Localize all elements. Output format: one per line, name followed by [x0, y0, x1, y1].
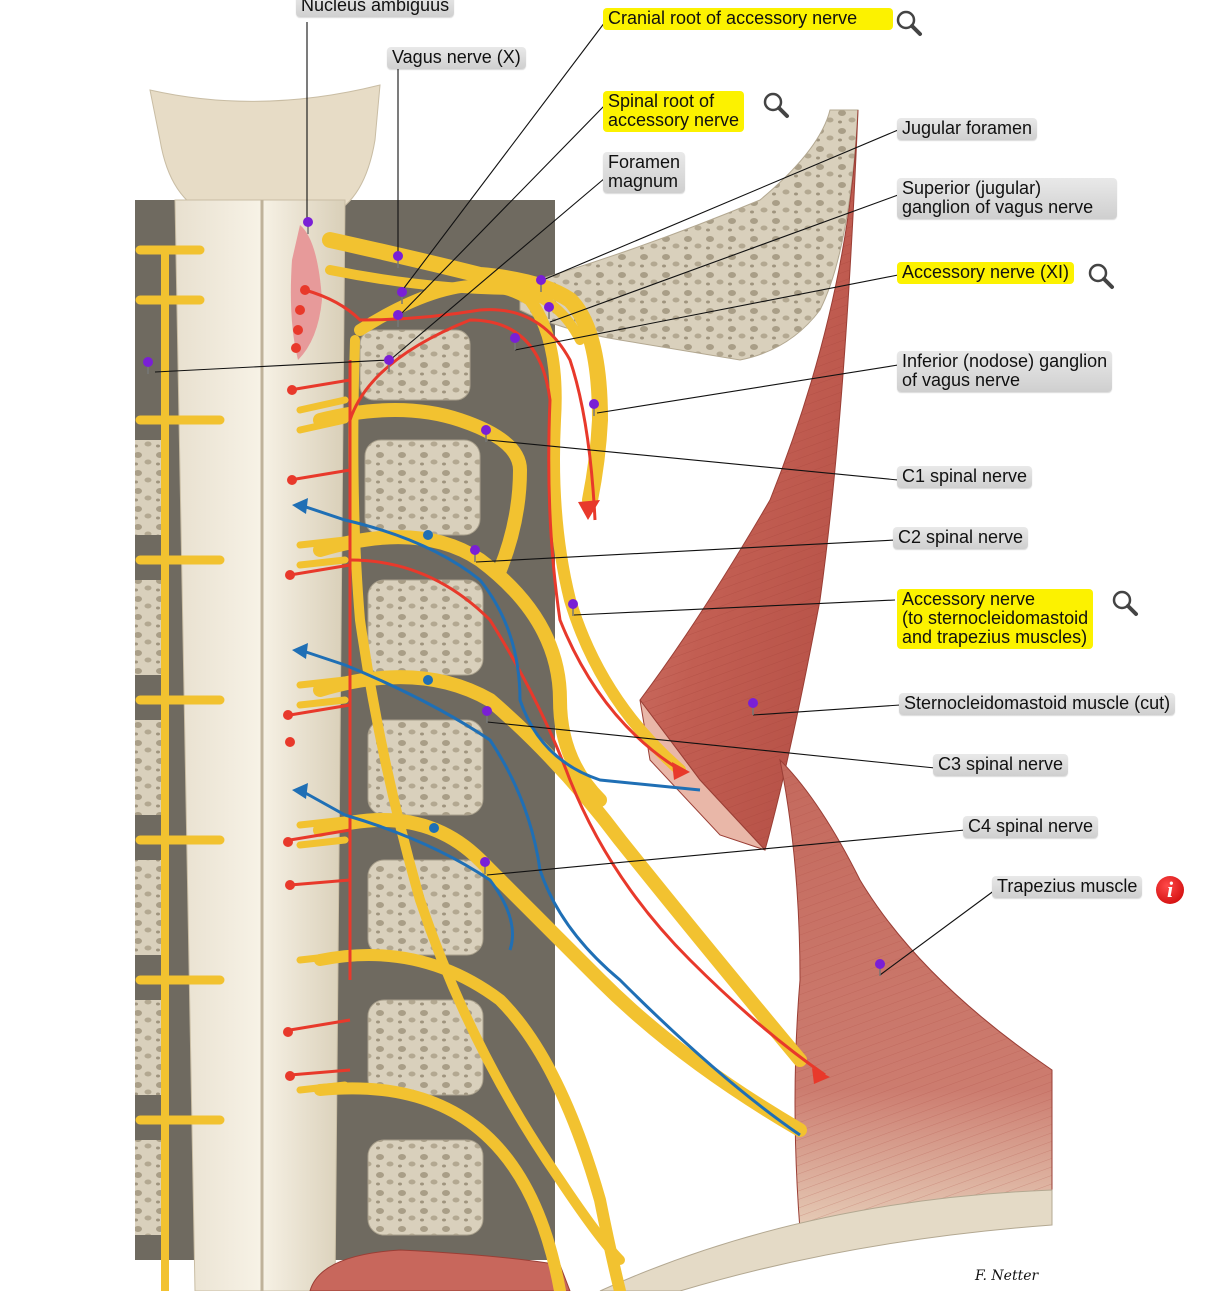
info-icon[interactable]: i: [1156, 876, 1184, 904]
spinal-cord: [174, 199, 346, 1291]
motor-neuron-dots: [283, 285, 310, 1081]
label-foramen-magnum[interactable]: Foramen magnum: [603, 152, 686, 193]
pin: [393, 251, 403, 268]
label-text: Nucleus ambiguus: [301, 0, 450, 15]
magnifier-icon[interactable]: [1087, 262, 1115, 290]
occipital-temporal-bone: [519, 109, 859, 361]
label-inferior-ganglion-vagus[interactable]: Inferior (nodose) ganglion of vagus nerv…: [897, 351, 1113, 392]
magnifier-icon[interactable]: [1111, 589, 1139, 617]
pin: [397, 287, 407, 304]
label-text-line2: (to sternocleidomastoid: [902, 608, 1089, 628]
pin: [470, 545, 480, 562]
sensory-ganglion-dots: [423, 530, 439, 833]
label-text-line1: Accessory nerve: [902, 589, 1036, 609]
info-icon-glyph: i: [1166, 877, 1174, 902]
label-text: Trapezius muscle: [997, 876, 1138, 896]
pin: [875, 959, 885, 976]
label-superior-ganglion-vagus[interactable]: Superior (jugular) ganglion of vagus ner…: [897, 178, 1117, 219]
pin: [510, 333, 520, 350]
pin: [536, 275, 546, 292]
pin: [544, 302, 554, 319]
label-vagus-nerve[interactable]: Vagus nerve (X): [387, 47, 526, 69]
label-accessory-nerve-to-muscles[interactable]: Accessory nerve (to sternocleidomastoid …: [897, 589, 1094, 649]
pin: [748, 698, 758, 715]
label-text: C2 spinal nerve: [898, 527, 1024, 547]
pin: [568, 599, 578, 616]
label-trapezius-muscle[interactable]: Trapezius muscle: [992, 876, 1143, 898]
medulla-oblongata: [149, 84, 381, 216]
label-text: Accessory nerve (XI): [902, 262, 1070, 282]
label-text: Cranial root of accessory nerve: [608, 8, 858, 28]
pathway-arrows: [292, 498, 830, 1084]
artist-signature: F. Netter: [975, 1268, 1039, 1284]
leader-lines: [154, 21, 996, 976]
label-c1-spinal-nerve[interactable]: C1 spinal nerve: [897, 466, 1033, 488]
label-text-line1: Superior (jugular): [902, 178, 1042, 198]
label-accessory-nerve-xi[interactable]: Accessory nerve (XI): [897, 262, 1075, 284]
magnifier-icon[interactable]: [895, 9, 923, 37]
pin: [481, 425, 491, 442]
clavicle: [599, 1189, 1053, 1291]
label-text-line2: ganglion of vagus nerve: [902, 197, 1094, 217]
label-text: C1 spinal nerve: [902, 466, 1028, 486]
pin: [480, 857, 490, 874]
label-text: C4 spinal nerve: [968, 816, 1094, 836]
left-vertebral-column: [135, 440, 165, 1235]
label-jugular-foramen[interactable]: Jugular foramen: [897, 118, 1038, 140]
label-text: Vagus nerve (X): [392, 47, 521, 67]
pin: [393, 310, 403, 327]
pin: [589, 399, 599, 416]
sternocleidomastoid-fibers: [640, 110, 858, 850]
label-text: Jugular foramen: [902, 118, 1033, 138]
label-nucleus-ambiguus[interactable]: Nucleus ambiguus: [296, 0, 455, 17]
label-text-line2: accessory nerve: [608, 110, 740, 130]
label-text-line1: Inferior (nodose) ganglion: [902, 351, 1108, 371]
label-text-line2: of vagus nerve: [902, 370, 1021, 390]
label-text-line1: Spinal root of: [608, 91, 715, 111]
pin: [303, 217, 313, 234]
label-c4-spinal-nerve[interactable]: C4 spinal nerve: [963, 816, 1099, 838]
label-text: Sternocleidomastoid muscle (cut): [904, 693, 1171, 713]
label-c2-spinal-nerve[interactable]: C2 spinal nerve: [893, 527, 1029, 549]
pin: [482, 706, 492, 723]
label-spinal-root-accessory-nerve[interactable]: Spinal root of accessory nerve: [603, 91, 745, 132]
label-text-line3: and trapezius muscles): [902, 627, 1088, 647]
magnifier-icon[interactable]: [762, 91, 790, 119]
label-cranial-root-accessory-nerve[interactable]: Cranial root of accessory nerve: [603, 8, 893, 30]
label-text-line1: Foramen: [608, 152, 681, 172]
label-c3-spinal-nerve[interactable]: C3 spinal nerve: [933, 754, 1069, 776]
label-sternocleidomastoid-cut[interactable]: Sternocleidomastoid muscle (cut): [899, 693, 1176, 715]
pin: [143, 357, 153, 374]
trapezius-fibers: [780, 760, 1052, 1230]
label-text: C3 spinal nerve: [938, 754, 1064, 774]
motor-pathway: [289, 288, 826, 1077]
lower-muscles: [309, 1249, 571, 1291]
pin: [384, 355, 394, 372]
pins: [143, 217, 885, 976]
label-text-line2: magnum: [608, 171, 679, 191]
sternocleidomastoid-cut-surface: [639, 699, 766, 851]
